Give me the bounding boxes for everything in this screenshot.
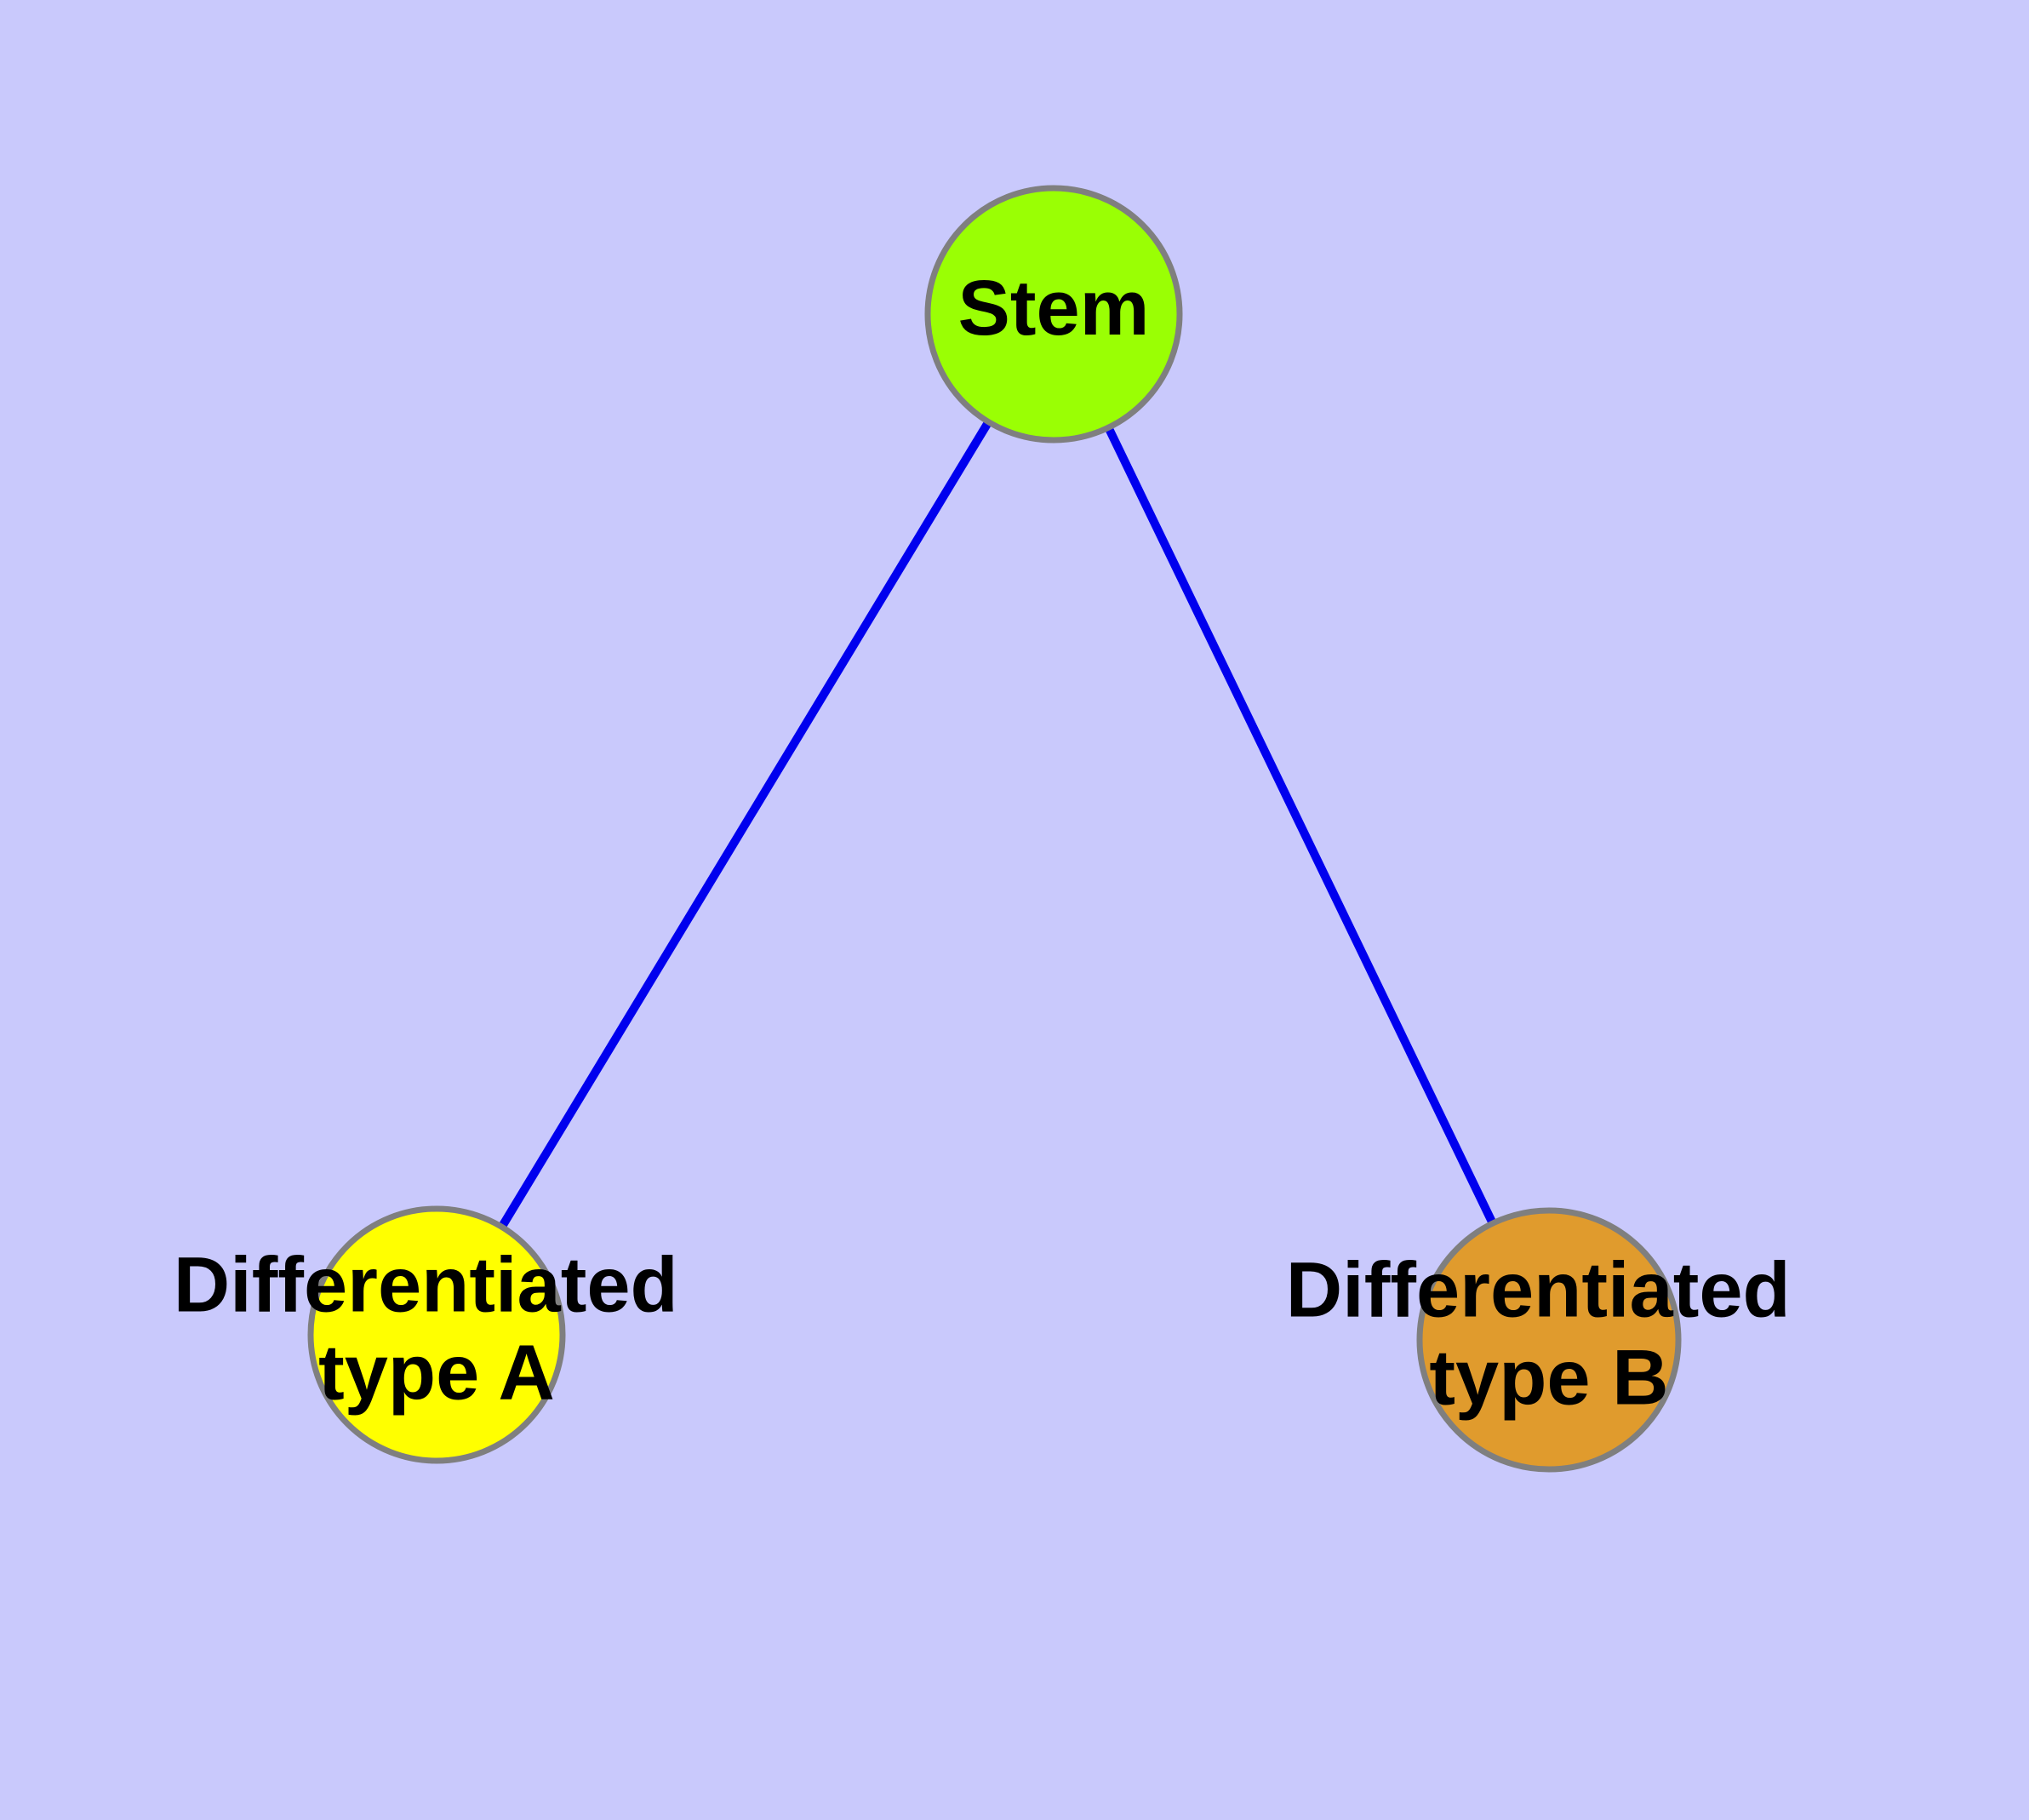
node-differentiated-type-b-circle[interactable] [1416, 1207, 1682, 1473]
node-differentiated-type-a-label-line-2: type A [318, 1330, 555, 1417]
node-stem-label: Stem [958, 265, 1150, 352]
edge-stem-to-differentiated-type-b[interactable] [1049, 312, 1553, 1342]
edge-stem-to-differentiated-type-a[interactable] [432, 312, 1058, 1337]
nodes-layer: Stem Differentiated type A Differentiate… [174, 185, 1813, 1473]
node-stem[interactable]: Stem [924, 185, 1183, 444]
node-differentiated-type-b-label: Differentiated type B [1286, 1247, 1813, 1422]
node-differentiated-type-a-circle[interactable] [307, 1205, 566, 1464]
node-differentiated-type-b[interactable]: Differentiated type B [1286, 1207, 1813, 1473]
node-differentiated-type-a-label: Differentiated type A [174, 1242, 700, 1417]
node-differentiated-type-a-label-line-1: Differentiated [174, 1242, 678, 1329]
node-differentiated-type-b-label-line-2: type B [1429, 1335, 1668, 1422]
edges-layer [432, 312, 1553, 1342]
node-differentiated-type-b-label-line-1: Differentiated [1286, 1247, 1791, 1334]
node-stem-label-line-1: Stem [958, 265, 1150, 352]
node-differentiated-type-a[interactable]: Differentiated type A [174, 1205, 700, 1464]
node-stem-circle[interactable] [924, 185, 1183, 444]
